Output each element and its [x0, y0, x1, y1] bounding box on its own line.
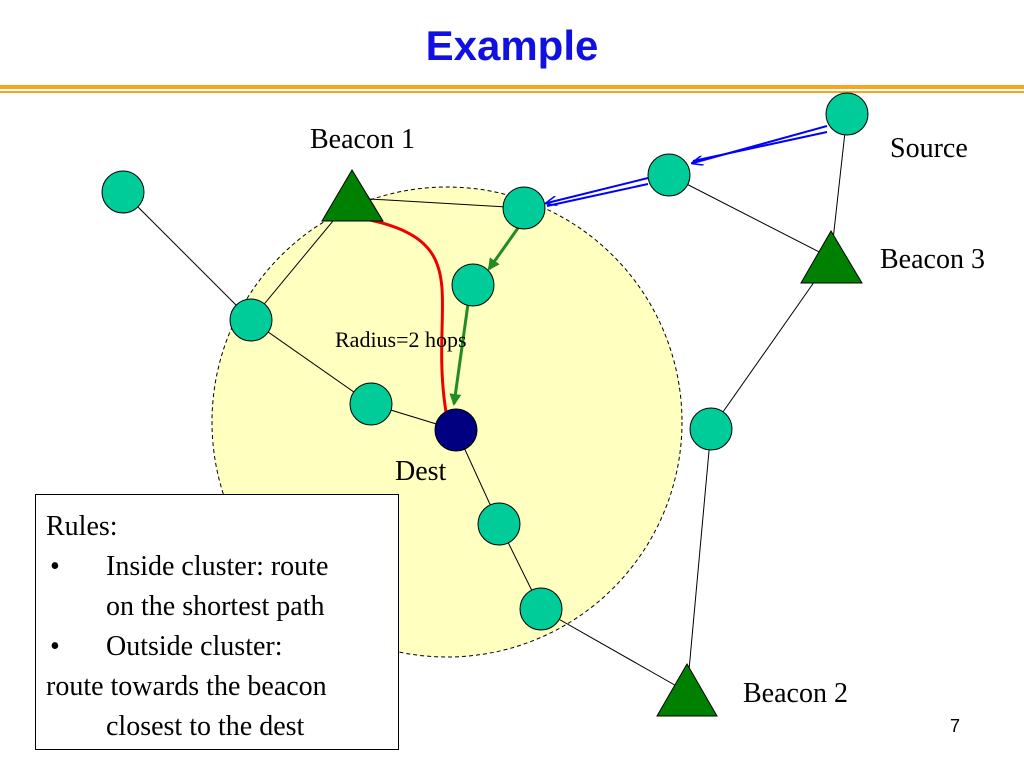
cluster-route [449, 227, 520, 406]
title-rule-thick [0, 85, 1024, 89]
rule-item: • Outside cluster: [46, 627, 398, 667]
rule-text: Outside cluster: [106, 631, 283, 662]
rule-tail-line: closest to the dest [106, 711, 305, 742]
nodes [101, 92, 869, 631]
node [229, 298, 273, 342]
beacon-1-label: Beacon 1 [310, 124, 415, 155]
edge [122, 191, 252, 321]
source-node [825, 92, 869, 136]
route-arrow [546, 183, 649, 207]
dest-node [434, 408, 478, 452]
slide-title: Example [425, 22, 599, 69]
title-rule-thin [0, 91, 1024, 93]
radius-label: Radius=2 hops [335, 327, 467, 352]
rule-tail-line: route towards the beacon [46, 671, 327, 702]
route-arrow [487, 227, 520, 271]
rules-heading: Rules: [46, 511, 118, 542]
edge [668, 174, 832, 259]
beacon-2-label: Beacon 2 [743, 678, 848, 709]
page-number: 7 [950, 716, 961, 736]
edge [710, 257, 832, 430]
edge [830, 113, 848, 259]
rule-text: Inside cluster: route [106, 551, 329, 582]
route-arrow [692, 131, 828, 162]
rules-box: Rules: • Inside cluster: route on the sh… [35, 494, 399, 750]
edge [351, 197, 525, 209]
rule-continuation: on the shortest path [106, 591, 325, 622]
shortest-path-curve [359, 216, 448, 413]
node [519, 587, 563, 631]
node [689, 407, 733, 451]
node [502, 186, 546, 230]
beacon-1 [321, 169, 384, 222]
bullet-glyph: • [50, 551, 60, 582]
source-route [546, 125, 828, 207]
node [101, 170, 145, 214]
edge [250, 319, 372, 405]
node [349, 382, 393, 426]
node [647, 153, 691, 197]
route-arrow [547, 177, 649, 203]
beacon-3-label: Beacon 3 [880, 244, 985, 275]
beacon-3 [800, 230, 863, 284]
source-label: Source [890, 133, 968, 164]
edge [686, 428, 712, 693]
node [477, 502, 521, 546]
beacon-2 [656, 662, 718, 717]
node [451, 263, 495, 307]
rule-item: • Inside cluster: route [46, 547, 398, 587]
bullet-glyph: • [50, 631, 60, 662]
route-arrow [449, 303, 470, 406]
edge [540, 608, 688, 693]
dest-label: Dest [395, 456, 447, 487]
